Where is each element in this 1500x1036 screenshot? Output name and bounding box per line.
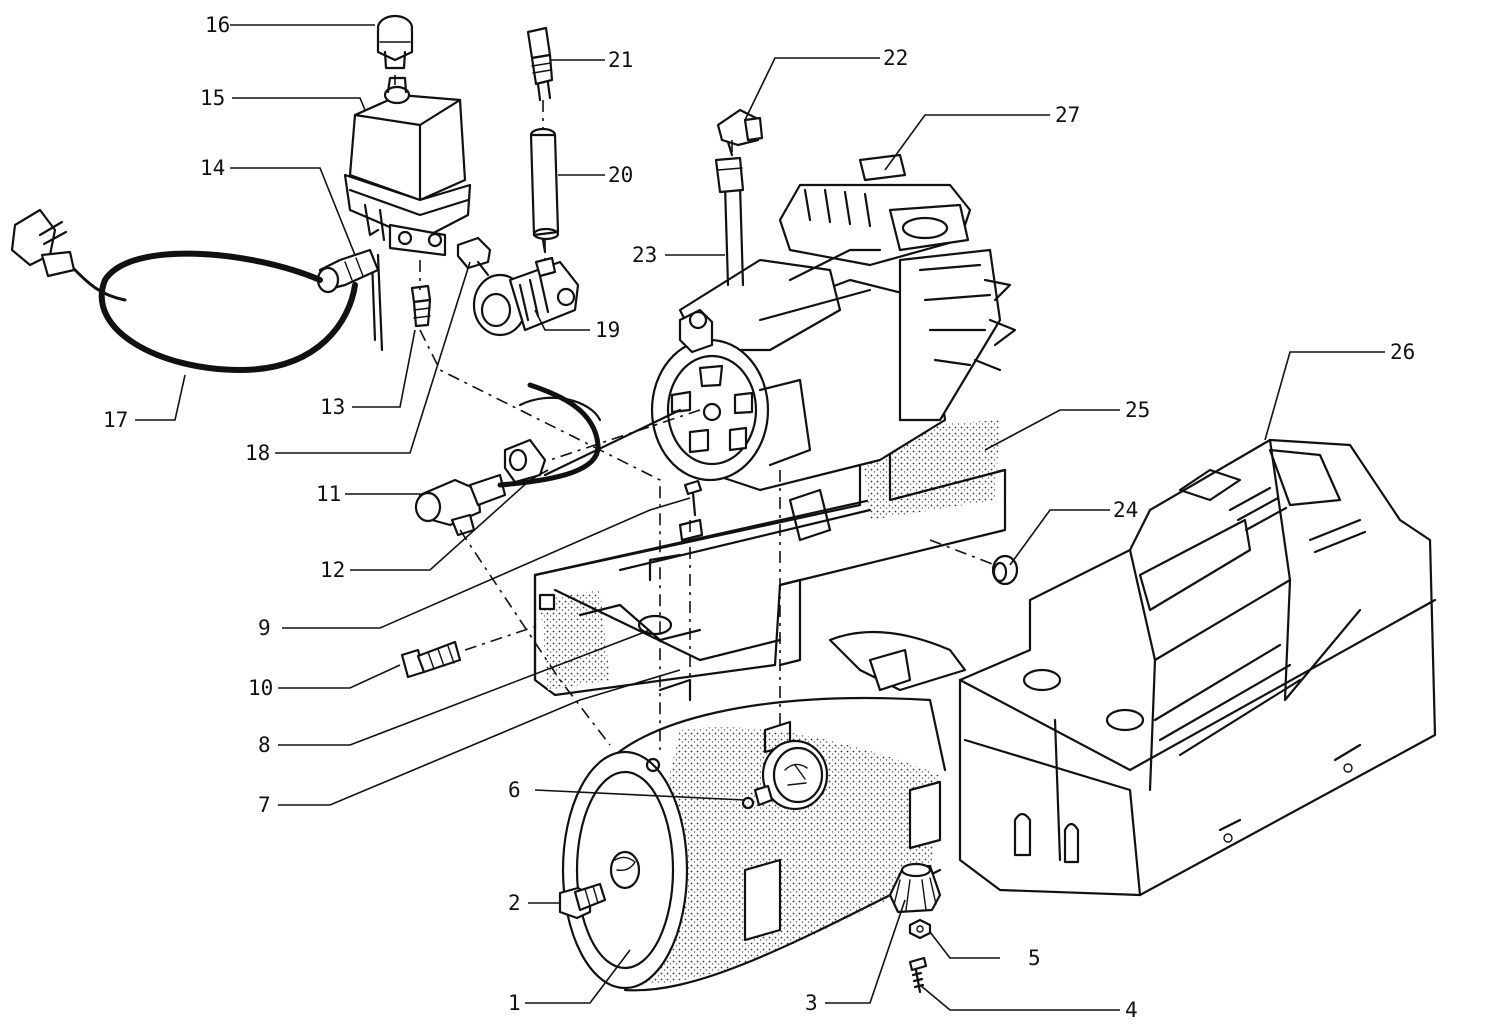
callout-4: 4 bbox=[1125, 998, 1138, 1022]
drain-valve bbox=[558, 882, 607, 920]
shroud-cover bbox=[958, 438, 1437, 897]
callout-6: 6 bbox=[508, 778, 521, 802]
callout-10: 10 bbox=[248, 676, 273, 700]
callout-3: 3 bbox=[805, 991, 818, 1015]
callout-8: 8 bbox=[258, 733, 271, 757]
callout-21: 21 bbox=[608, 48, 633, 72]
safety-valve bbox=[526, 26, 554, 102]
callout-5: 5 bbox=[1028, 946, 1041, 970]
callout-26: 26 bbox=[1390, 340, 1415, 364]
screw bbox=[908, 956, 928, 994]
cable-gland bbox=[316, 248, 380, 294]
callout-9: 9 bbox=[258, 616, 271, 640]
tee-fitting bbox=[414, 473, 507, 537]
callout-11: 11 bbox=[316, 482, 341, 506]
callout-20: 20 bbox=[608, 163, 633, 187]
callout-12: 12 bbox=[320, 558, 345, 582]
callout-1: 1 bbox=[508, 991, 521, 1015]
pressure-gauge bbox=[741, 739, 829, 811]
mounting-screw bbox=[683, 479, 703, 517]
callout-13: 13 bbox=[320, 395, 345, 419]
assembly-center-lines bbox=[394, 75, 996, 750]
pressure-regulator bbox=[472, 256, 580, 337]
callout-16: 16 bbox=[205, 13, 230, 37]
pressure-switch bbox=[343, 76, 472, 352]
rubber-foot bbox=[888, 862, 942, 914]
callout-labels: 16 15 14 17 13 18 11 12 9 10 8 7 6 2 1 3… bbox=[103, 13, 1415, 1022]
callout-23: 23 bbox=[632, 243, 657, 267]
nut bbox=[908, 918, 932, 940]
callout-14: 14 bbox=[200, 156, 225, 180]
air-tank bbox=[561, 678, 947, 992]
callout-24: 24 bbox=[1113, 498, 1138, 522]
callout-27: 27 bbox=[1055, 103, 1080, 127]
filter-tube bbox=[529, 127, 560, 254]
elbow-fitting bbox=[716, 108, 764, 157]
motor-pump-unit bbox=[650, 153, 1017, 542]
callout-25: 25 bbox=[1125, 398, 1150, 422]
callout-17: 17 bbox=[103, 408, 128, 432]
switch-knob bbox=[376, 14, 414, 70]
outlet-pipe bbox=[714, 156, 745, 287]
callout-15: 15 bbox=[200, 86, 225, 110]
callout-2: 2 bbox=[508, 891, 521, 915]
hose-fitting bbox=[497, 382, 682, 488]
leader-lines bbox=[135, 24, 1385, 1011]
callout-7: 7 bbox=[258, 793, 271, 817]
callout-18: 18 bbox=[245, 441, 270, 465]
power-cord bbox=[10, 208, 358, 373]
damper-plug bbox=[400, 640, 462, 679]
callout-19: 19 bbox=[595, 318, 620, 342]
check-valve bbox=[410, 284, 432, 328]
callout-22: 22 bbox=[883, 46, 908, 70]
union-fitting bbox=[456, 236, 492, 277]
